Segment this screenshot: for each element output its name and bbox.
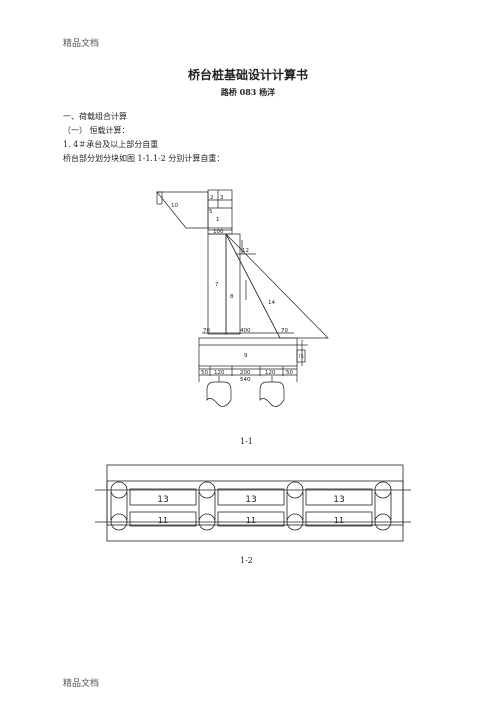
pile-right-outline: [259, 381, 285, 407]
subsection-heading: （一） 恒载计算：: [63, 126, 130, 135]
block-label-12: 12: [242, 248, 249, 254]
document-title: 桥台桩基础设计计算书: [187, 68, 308, 82]
block-label-1: 1: [216, 217, 220, 223]
figure-1-2-caption: 1-2: [240, 556, 253, 565]
panel-1-top-outline: [129, 488, 197, 506]
pile-group-2: [198, 481, 216, 531]
block-label-5: 5: [209, 209, 213, 215]
block-8-outline: [225, 233, 241, 335]
dim-70-right: 70: [281, 328, 288, 334]
panel-3-bottom-outline: [305, 511, 373, 527]
panel-1-top-label: 13: [157, 495, 168, 505]
panel-2-top-label: 13: [245, 495, 256, 505]
panel-1-bottom-label: 11: [158, 516, 168, 525]
block-label-8: 8: [230, 294, 234, 300]
block-label-9: 9: [244, 353, 248, 359]
panel-3-top-label: 13: [333, 495, 344, 505]
body-paragraph: 桥台部分划分块如图 1-1.1-2 分别计算自重：: [63, 154, 225, 163]
dim-70-left: 70: [203, 328, 210, 334]
panel-3-bottom-label: 11: [334, 516, 344, 525]
panel-2-bottom-label: 11: [246, 516, 256, 525]
abutment-section-figure: 10 2 3 5 1 12 7 8 14 9 100 70 400 70 50 …: [156, 189, 329, 407]
block-6-outline: [156, 191, 163, 205]
dim-75: 75: [298, 354, 304, 360]
block-upper-outline: [207, 189, 233, 231]
figure-1-1-caption: 1-1: [240, 437, 253, 446]
pile-left-outline: [206, 381, 232, 407]
dim-50-right: 50: [286, 370, 293, 376]
dim-50-left: 50: [201, 370, 208, 376]
block-label-3: 3: [220, 195, 224, 201]
pile-group-3: [286, 481, 304, 531]
page-header: 精品文档: [63, 39, 100, 49]
panel-2-bottom-outline: [217, 511, 285, 527]
pile-group-4: [374, 481, 392, 531]
block-9-outline: [198, 337, 298, 367]
page-footer: 精品文档: [63, 679, 100, 689]
block-label-7: 7: [215, 282, 219, 288]
block-label-10: 10: [171, 203, 178, 209]
dim-400: 400: [240, 328, 251, 334]
item-heading: 1. 4＃承台及以上部分自重: [63, 140, 159, 149]
section-heading: 一、荷载组合计算: [63, 112, 127, 121]
panel-3-top-outline: [305, 488, 373, 506]
dim-120-right: 120: [265, 370, 276, 376]
block-label-2: 2: [210, 195, 214, 201]
panel-1-bottom-outline: [129, 511, 197, 527]
dim-540: 540: [240, 377, 251, 383]
block-10-outline: [156, 191, 209, 229]
dim-100: 100: [213, 229, 224, 235]
block-label-14: 14: [268, 300, 275, 306]
document-author: 路桥 083 杨洋: [220, 87, 276, 97]
dim-120-left: 120: [214, 370, 225, 376]
panel-2-top-outline: [217, 488, 285, 506]
pile-cap-plan-figure: 13 11 13 11 13 11: [95, 464, 411, 542]
pile-group-1: [110, 481, 128, 531]
dim-200: 200: [240, 370, 251, 376]
